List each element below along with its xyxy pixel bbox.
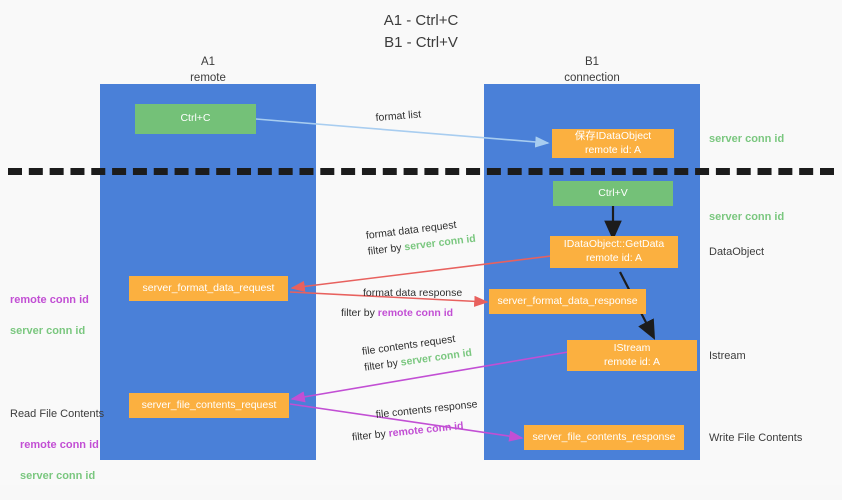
label-remote-conn-id-file: remote conn id	[20, 439, 99, 452]
label-read-file-contents: Read File Contents	[10, 408, 105, 421]
node-idataobject-getdata-label: IDataObject::GetData remote id: A	[563, 238, 665, 264]
label-write-file-contents: Write File Contents	[709, 432, 803, 444]
filter-by-prefix-1: filter by	[367, 241, 406, 259]
filter-by-prefix-3: filter by	[363, 356, 402, 374]
node-istream-label: IStream remote id: A	[603, 341, 661, 368]
filter-by-prefix-2: filter by	[341, 307, 378, 320]
label-istream: Istream	[709, 350, 746, 362]
label-server-conn-id-top: server conn id	[709, 133, 785, 145]
diagram-canvas: A1 - Ctrl+C B1 - Ctrl+V A1 remote B1 con…	[8, 12, 834, 482]
label-remote-conn-id-format: remote conn id	[10, 294, 89, 307]
edge-label-format-list: format list	[375, 106, 422, 126]
edge-label-format-data-request: format data request filter by server con…	[365, 215, 477, 261]
filter-conn-id-4: remote conn id	[388, 420, 465, 440]
node-ctrl-c[interactable]: Ctrl+C	[135, 104, 256, 134]
node-server-file-contents-response-label: server_file_contents_response	[532, 430, 676, 443]
label-read-file-contents-group: Read File Contents remote conn id server…	[10, 392, 104, 500]
diagram-title: A1 - Ctrl+C B1 - Ctrl+V	[383, 12, 459, 51]
edge-label-file-contents-request: file contents request filter by server c…	[361, 329, 473, 376]
node-server-format-data-response[interactable]: server_format_data_response	[489, 289, 646, 314]
node-server-file-contents-request[interactable]: server_file_contents_request	[129, 393, 289, 418]
node-server-format-data-request[interactable]: server_format_data_request	[129, 276, 288, 301]
label-server-conn-id-file: server conn id	[20, 469, 96, 482]
column-header-a1: A1 remote	[190, 56, 226, 84]
column-header-b1: B1 connection	[564, 56, 620, 84]
filter-conn-id-2: remote conn id	[377, 307, 454, 320]
node-ctrl-c-label: Ctrl+C	[180, 112, 211, 125]
filter-by-prefix-4: filter by	[351, 428, 390, 444]
node-server-format-data-response-label: server_format_data_response	[497, 294, 638, 307]
node-server-format-data-request-label: server_format_data_request	[142, 281, 275, 294]
node-server-file-contents-request-label: server_file_contents_request	[141, 398, 277, 411]
edge-label-file-contents-response-line2: filter by remote conn id	[351, 416, 480, 446]
edge-label-format-data-response-line1: format data response	[363, 287, 463, 299]
node-save-idataobject[interactable]: 保存IDataObject remote id: A	[552, 129, 674, 158]
node-ctrl-v[interactable]: Ctrl+V	[553, 181, 673, 206]
edge-label-format-list-text: format list	[375, 108, 422, 124]
node-save-idataobject-label: 保存IDataObject remote id: A	[574, 129, 652, 156]
node-istream[interactable]: IStream remote id: A	[567, 340, 697, 371]
separator-dashed-line	[8, 168, 834, 175]
edge-label-file-contents-response: file contents response filter by remote …	[351, 396, 480, 443]
label-server-conn-id-second: server conn id	[709, 211, 785, 223]
label-server-conn-id-format: server conn id	[10, 325, 86, 338]
node-ctrl-v-label: Ctrl+V	[598, 186, 628, 199]
label-dataobject: DataObject	[709, 246, 765, 258]
edge-label-format-data-response-line2: filter by remote conn id	[341, 305, 462, 321]
edge-label-format-data-response: format data response filter by remote co…	[341, 285, 463, 322]
label-conn-ids-format: remote conn id server conn id	[10, 278, 89, 355]
node-server-file-contents-response[interactable]: server_file_contents_response	[524, 425, 684, 450]
node-idataobject-getdata[interactable]: IDataObject::GetData remote id: A	[550, 236, 678, 268]
